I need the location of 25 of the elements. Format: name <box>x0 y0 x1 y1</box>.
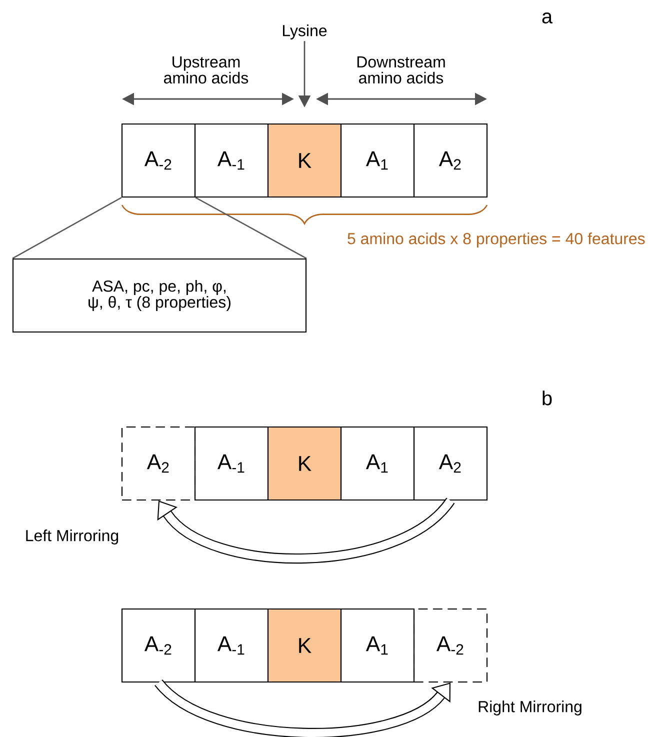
zoom-line <box>195 196 307 260</box>
amino-acid-cell: A$_{-2}$ <box>121 608 196 683</box>
curved-arrow <box>154 678 450 737</box>
edge-label: Right Mirroring <box>476 699 584 717</box>
k-cell: K <box>267 123 342 198</box>
span-label: Downstream amino acids <box>357 56 445 84</box>
amino-acid-cell: A$_{2}$ <box>413 123 488 198</box>
panel-label: b <box>542 390 552 406</box>
amino-acid-cell: A$_{1}$ <box>340 426 415 501</box>
amino-acid-cell: A$_{-2}$ <box>121 123 196 198</box>
k-cell: K <box>267 608 342 683</box>
amino-acid-cell: A$_{2}$ <box>413 426 488 501</box>
zoom-line <box>12 196 122 260</box>
amino-acid-cell: A$_{1}$ <box>340 123 415 198</box>
span-label: Upstream amino acids <box>164 56 248 84</box>
panel-label: a <box>542 12 553 24</box>
lysine-label: Lysine <box>283 24 327 40</box>
properties-box: ASA, pc, pe, ph, φ, ψ, θ, τ (8 properties) <box>12 258 307 333</box>
amino-acid-cell: A$_{-2}$ <box>413 608 488 683</box>
amino-acid-cell: A$_{2}$ <box>121 426 196 501</box>
curved-arrow <box>157 497 454 564</box>
k-cell: K <box>267 426 342 501</box>
edge-label: Left Mirroring <box>24 528 120 546</box>
amino-acid-cell: A$_{1}$ <box>340 608 415 683</box>
brace-label: 5 amino acids x 8 properties = 40 features <box>348 232 645 248</box>
